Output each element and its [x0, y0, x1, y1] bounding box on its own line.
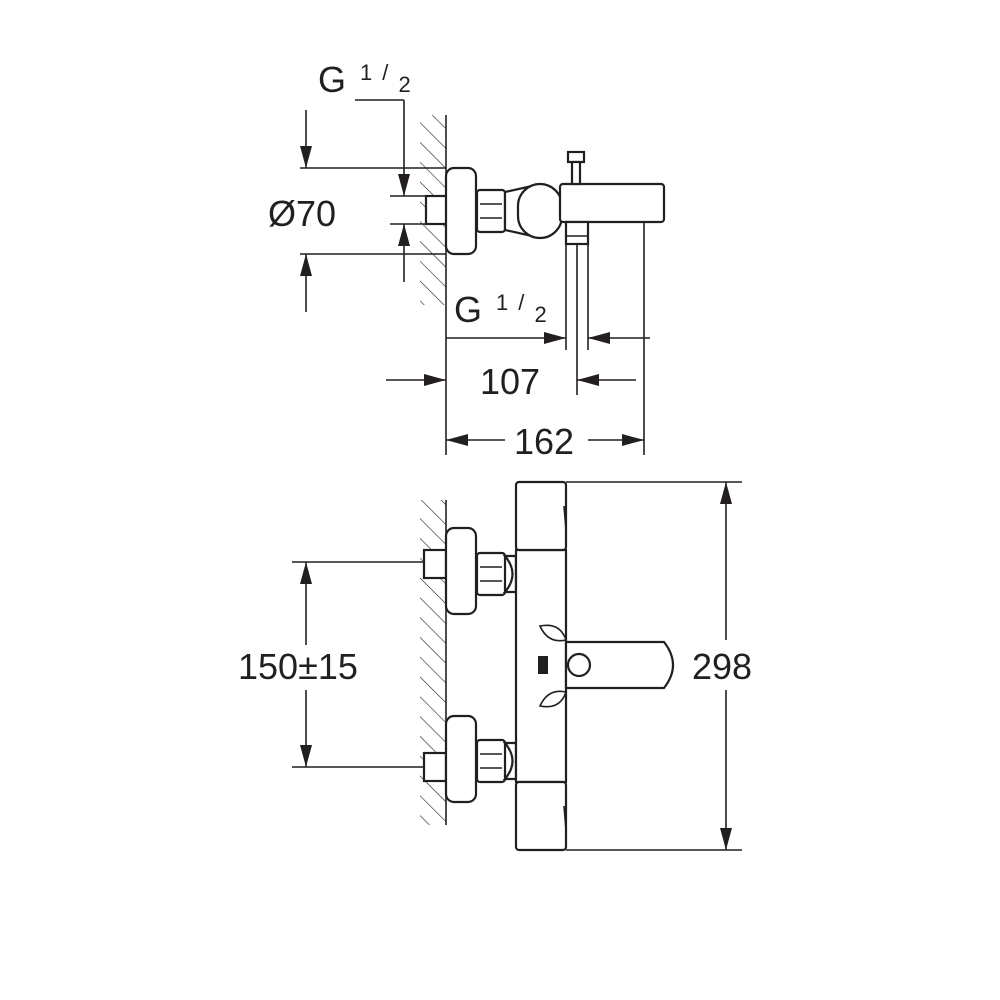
- front-view: 150±15 298: [238, 480, 752, 852]
- depth-107-label: 107: [480, 361, 540, 402]
- height-label: 298: [692, 646, 752, 687]
- thread-label-top: G 1 / 2: [318, 47, 411, 100]
- diameter-label: Ø70: [268, 193, 336, 234]
- spout-front: [564, 640, 675, 690]
- inlet-nut-bottom: [422, 751, 448, 783]
- temperature-cap: [514, 480, 568, 552]
- mixer-body-round: [516, 182, 564, 240]
- side-view: G 1 / 2 Ø70 G 1 / 2 107 162: [268, 47, 666, 462]
- escutcheon-bottom: [444, 714, 478, 804]
- spout: [558, 182, 666, 224]
- flow-cap: [514, 780, 568, 852]
- hex-nut-top: [475, 551, 507, 597]
- escutcheon: [444, 166, 478, 256]
- connector-top: [502, 554, 518, 594]
- hex-nut-bottom: [475, 738, 507, 784]
- spout-outlet: [564, 220, 590, 246]
- connector-bottom: [502, 741, 518, 781]
- inlet-nut: [424, 194, 450, 226]
- depth-162-label: 162: [514, 421, 574, 462]
- inlet-nut-top: [422, 548, 448, 580]
- hex-nut: [475, 188, 507, 234]
- thread-label-side: G 1 / 2: [454, 277, 547, 330]
- diverter-knob: [566, 150, 586, 186]
- escutcheon-top: [444, 526, 478, 616]
- wall-hatch-top: [420, 115, 447, 455]
- spacing-label: 150±15: [238, 646, 358, 687]
- outlet-slot: [538, 656, 548, 674]
- diverter-button: [566, 652, 592, 678]
